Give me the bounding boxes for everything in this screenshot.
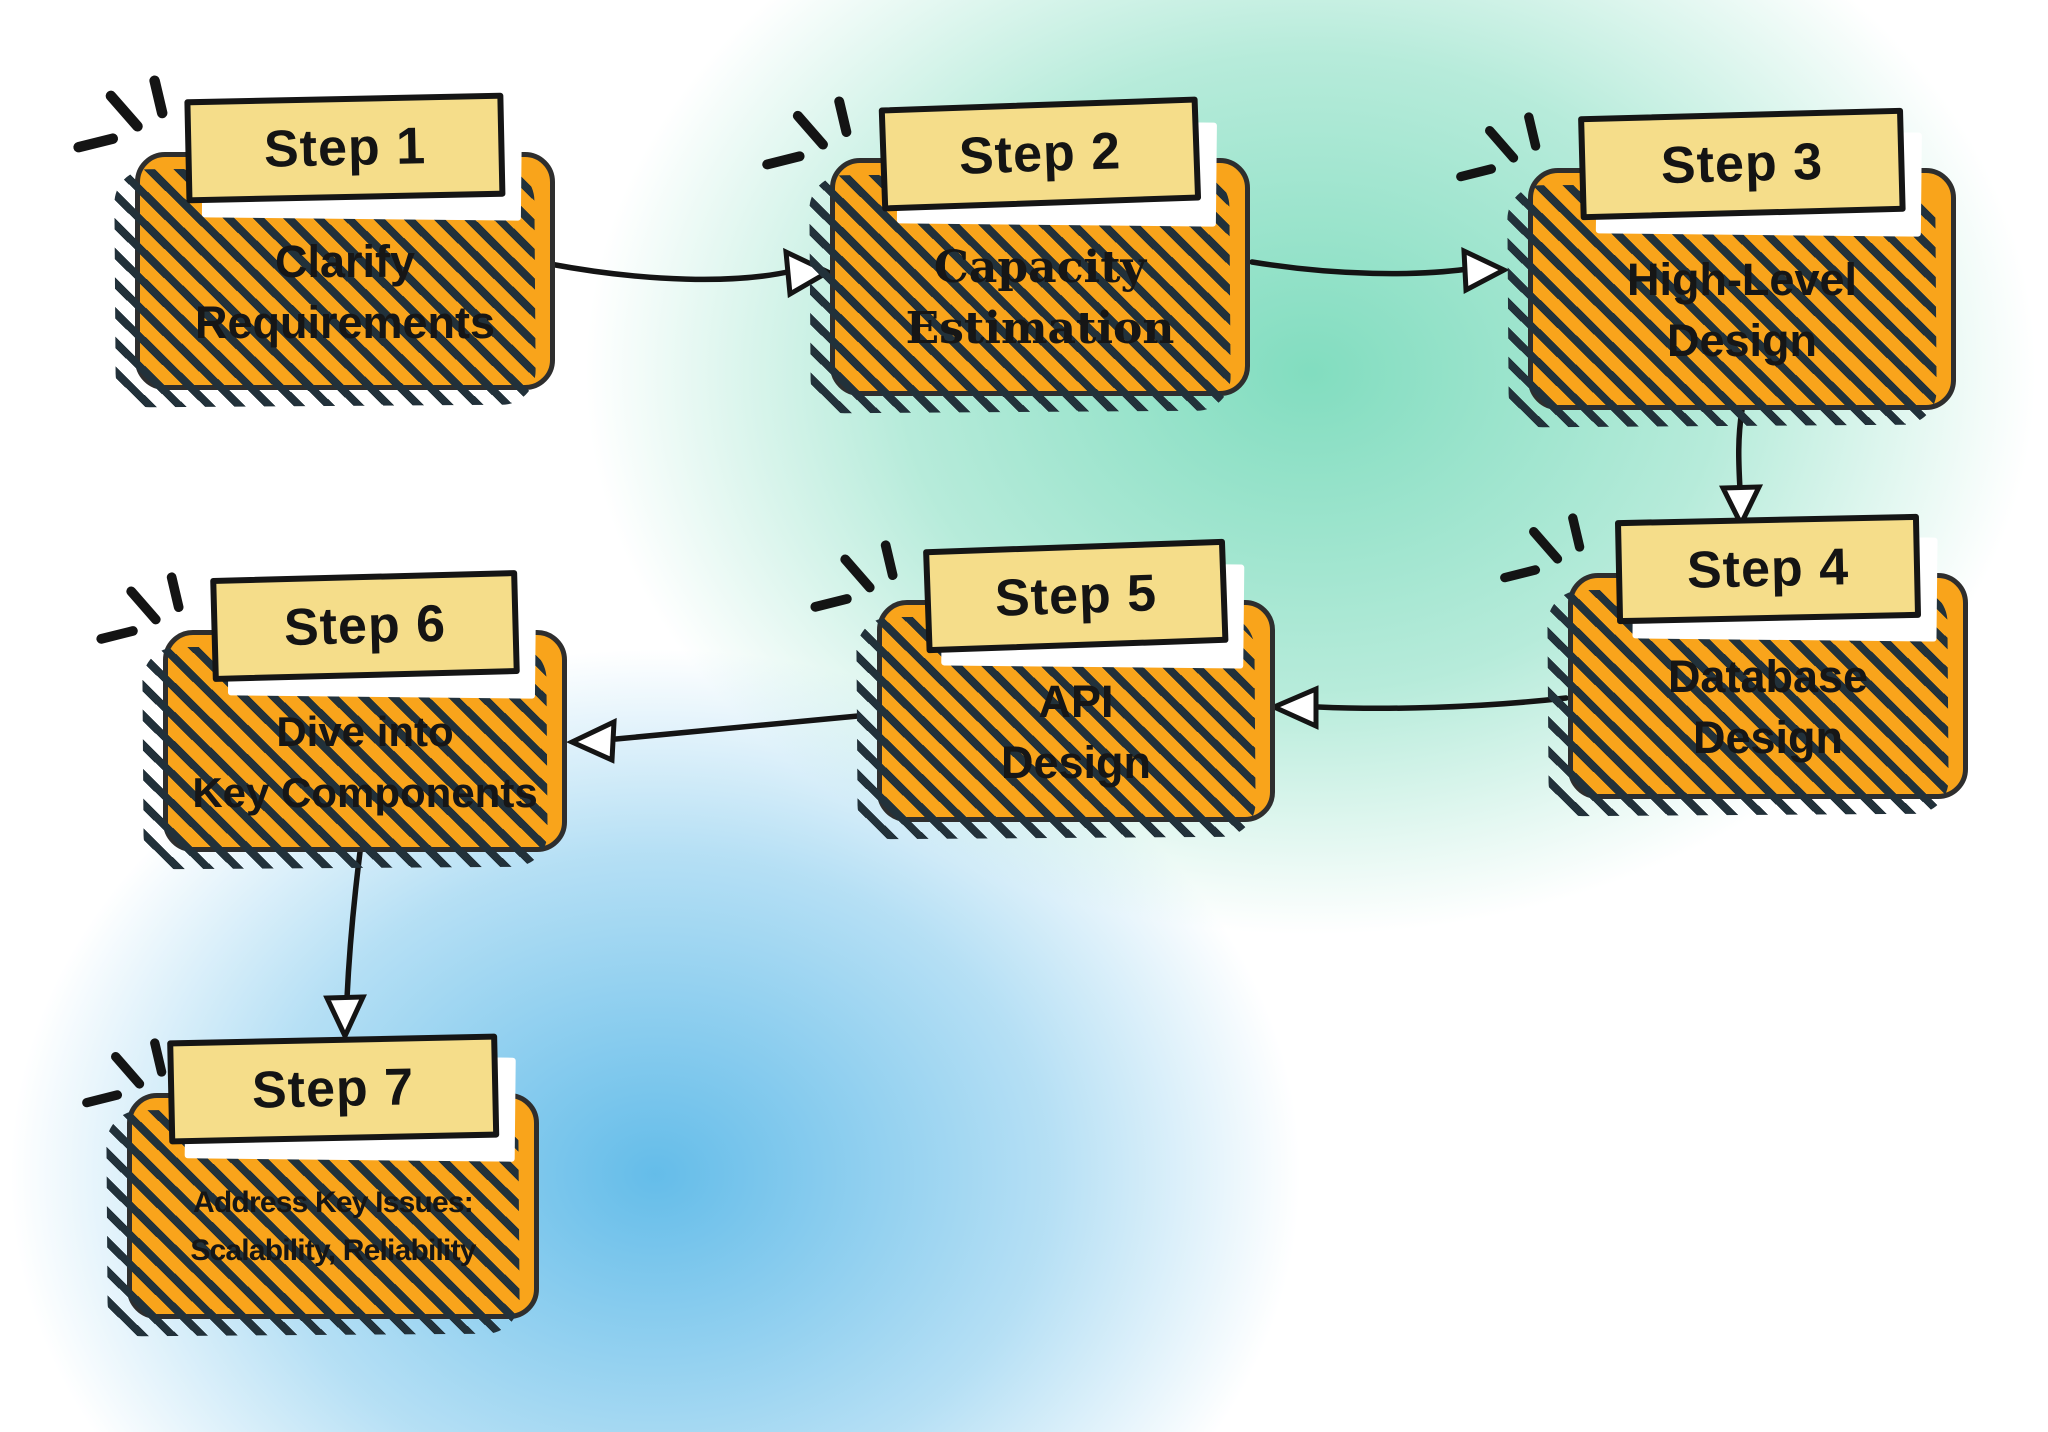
step-label-tab: Step 2: [878, 96, 1218, 227]
sparkle-icon: [810, 540, 898, 612]
step-5-group: API Design Step 5: [877, 538, 1275, 822]
step-text-line: Requirements: [194, 297, 496, 348]
arrow-step4-to-step5: [1267, 685, 1569, 730]
sparkle-icon: [762, 96, 852, 170]
step-text-line: Estimation: [905, 303, 1175, 354]
step-2-group: Capacity Estimation Step 2: [830, 96, 1250, 396]
step-label: Step 2: [878, 96, 1202, 212]
step-text-line: Design: [1000, 737, 1152, 788]
step-label: Step 7: [167, 1033, 499, 1145]
step-6-group: Dive into Key Components Step 6: [163, 569, 567, 852]
step-4-group: Database Design Step 4: [1568, 513, 1968, 799]
step-3-group: High-Level Design Step 3: [1528, 107, 1956, 410]
step-label: Step 1: [184, 92, 506, 204]
step-text-line: Capacity: [933, 242, 1147, 293]
arrow-step5-to-step6: [566, 713, 861, 764]
step-text-line: Dive into: [276, 708, 454, 755]
step-1-group: Clarify Requirements Step 1: [135, 92, 555, 390]
arrow-step1-to-step2: [547, 247, 834, 299]
step-label: Step 6: [210, 569, 520, 683]
sparkle-icon: [96, 572, 184, 644]
step-text-line: Design: [1666, 315, 1818, 366]
step-7-group: Address Key Issues: Scalability, Reliabi…: [127, 1033, 539, 1319]
step-label: Step 4: [1614, 513, 1922, 625]
step-label-tab: Step 7: [167, 1033, 516, 1162]
step-text-line: Address Key Issues:: [193, 1186, 474, 1219]
step-label-tab: Step 1: [184, 92, 523, 221]
step-text-line: High-Level: [1626, 254, 1858, 305]
step-text-line: Design: [1692, 712, 1844, 763]
sparkle-icon: [82, 1038, 167, 1108]
step-label-tab: Step 5: [923, 538, 1245, 669]
step-label: Step 3: [1578, 107, 1906, 221]
sparkle-icon: [73, 75, 168, 153]
step-label: Step 5: [923, 538, 1229, 654]
step-label-tab: Step 3: [1578, 107, 1923, 237]
sparkle-icon: [1500, 513, 1585, 583]
step-text-line: Scalability, Reliability: [190, 1234, 476, 1267]
sparkle-icon: [1456, 112, 1541, 182]
step-label-tab: Step 4: [1614, 513, 1938, 642]
step-label-tab: Step 6: [210, 569, 537, 699]
step-text-line: Clarify: [274, 236, 416, 287]
arrow-step6-to-step7: [323, 849, 367, 1042]
step-text-line: API: [1038, 676, 1114, 727]
step-text-line: Key Components: [192, 769, 538, 816]
arrow-step2-to-step3: [1249, 246, 1510, 295]
step-text-line: Database: [1667, 651, 1869, 702]
